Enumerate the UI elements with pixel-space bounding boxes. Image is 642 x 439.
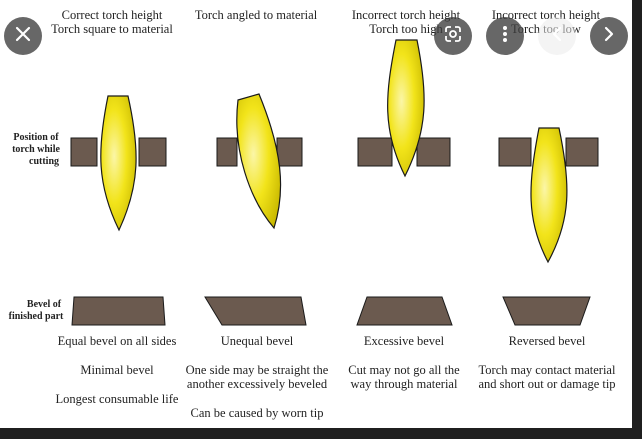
bevel-col4-reversed — [502, 296, 591, 326]
col3-header-line2: Torch too high — [369, 22, 443, 36]
lens-button[interactable] — [434, 17, 472, 55]
finished-part-bevels — [71, 296, 591, 326]
plate-col1-right — [138, 137, 167, 167]
col3-note1-line2: way through material — [351, 377, 458, 391]
torch-col4-too-low — [530, 127, 568, 264]
bevel-col1-equal — [71, 296, 166, 326]
plate-col2-right — [276, 137, 303, 167]
col1-header-line1: Correct torch height — [62, 8, 163, 22]
row-label-position-line2: torch while — [12, 144, 60, 155]
chevron-right-icon — [602, 25, 616, 47]
bevel-col3-excessive — [356, 296, 453, 326]
row-label-bevel-line1: Bevel of — [27, 299, 62, 310]
col3-note1-line1: Cut may not go all the — [348, 363, 460, 377]
plate-col3-right — [416, 137, 451, 167]
row-label-position-line1: Position of — [13, 132, 59, 143]
torch-col1-square — [100, 95, 137, 232]
row-label-bevel-line2: finished part — [9, 311, 64, 322]
col2-header-line1: Torch angled to material — [195, 8, 318, 22]
col1-header-line2: Torch square to material — [51, 22, 173, 36]
material-plates — [70, 137, 599, 167]
more-vertical-icon — [502, 25, 508, 47]
next-image-button[interactable] — [590, 17, 628, 55]
google-lens-icon — [443, 24, 463, 48]
col4-note1-line1: Torch may contact material — [479, 363, 616, 377]
col4-note1-line2: and short out or damage tip — [478, 377, 615, 391]
col2-note2-line1: Can be caused by worn tip — [191, 406, 324, 420]
col1-note2-line1: Longest consumable life — [56, 392, 179, 406]
close-button[interactable] — [4, 17, 42, 55]
torch-col2-angled — [236, 93, 282, 230]
col4-result-title: Reversed bevel — [509, 334, 586, 348]
col2-note1-line2: another excessively beveled — [187, 377, 328, 391]
bevel-col2-unequal — [204, 296, 307, 326]
col4-header-line1: Incorrect torch height — [492, 8, 601, 22]
col2-note1-line1: One side may be straight the — [186, 363, 329, 377]
plate-col3-left — [357, 137, 393, 167]
previous-image-button[interactable] — [538, 17, 576, 55]
torch-col3-too-high — [387, 39, 425, 178]
plate-col4-left — [498, 137, 532, 167]
diagram-panel: Correct torch height Torch square to mat… — [0, 0, 632, 428]
chevron-left-icon — [550, 25, 564, 47]
plate-col1-left — [70, 137, 98, 167]
more-options-button[interactable] — [486, 17, 524, 55]
row-label-position-line3: cutting — [29, 156, 59, 167]
plate-col2-left — [216, 137, 238, 167]
plate-col4-right — [565, 137, 599, 167]
col1-result-title: Equal bevel on all sides — [58, 334, 177, 348]
close-icon — [14, 25, 32, 47]
col1-note1-line1: Minimal bevel — [80, 363, 154, 377]
col3-header-line1: Incorrect torch height — [352, 8, 461, 22]
torch-bevel-diagram: Correct torch height Torch square to mat… — [9, 8, 616, 420]
col3-result-title: Excessive bevel — [364, 334, 445, 348]
col2-result-title: Unequal bevel — [221, 334, 294, 348]
